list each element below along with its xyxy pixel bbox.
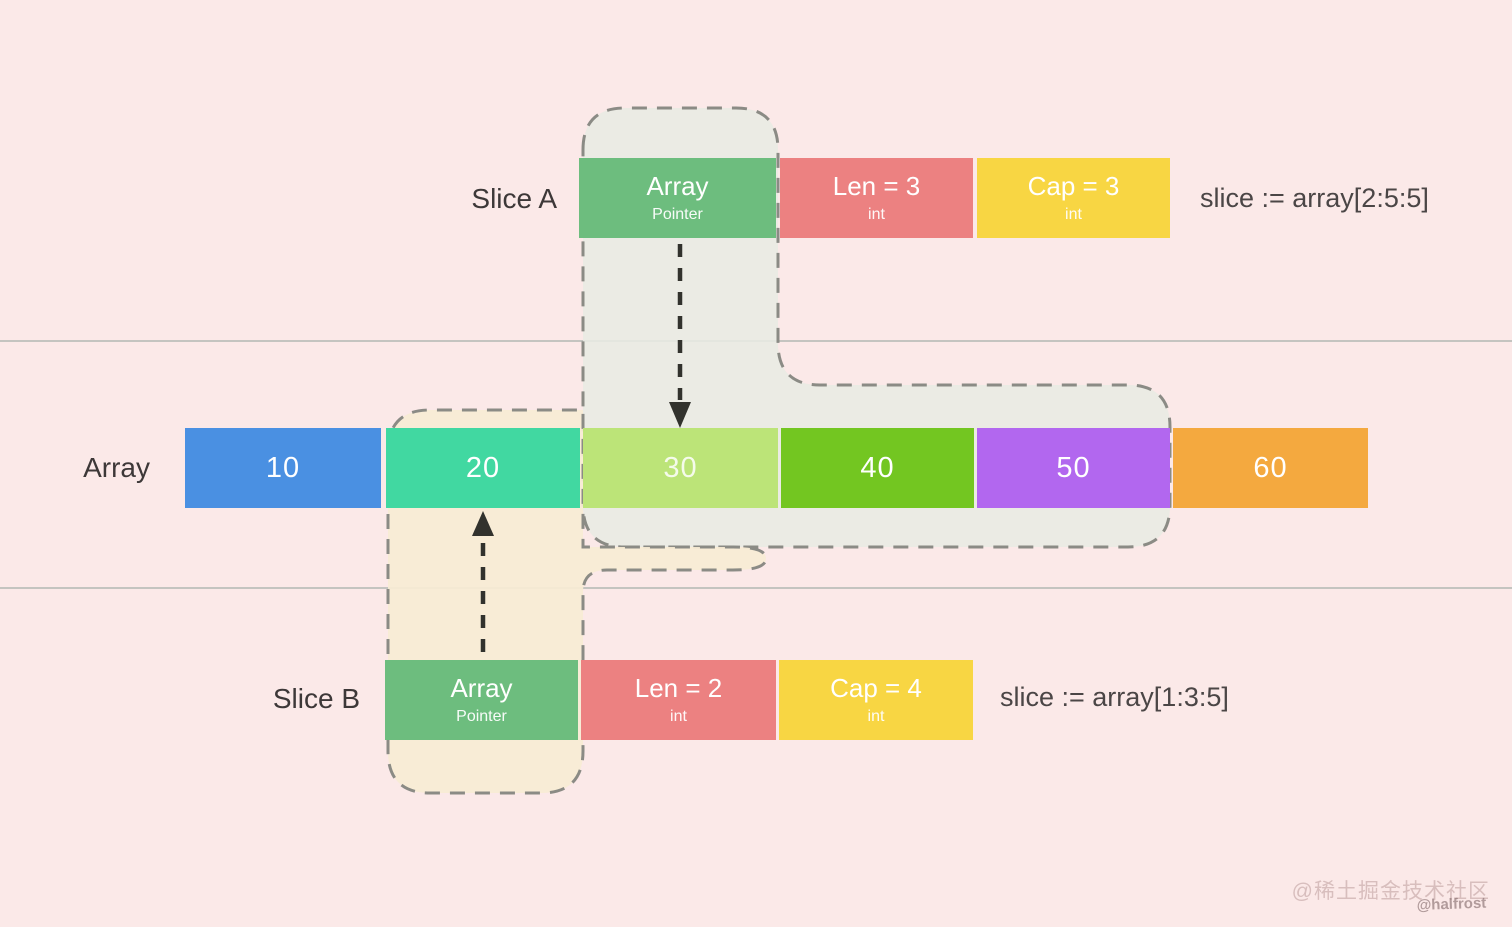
slice-b-cap-subtitle: int (867, 707, 885, 725)
slice-b-pointer-box: Array Pointer (385, 660, 578, 740)
slice-a-len-box: Len = 3 int (780, 158, 973, 238)
slice-a-len-subtitle: int (868, 205, 885, 223)
slice-b-pointer-subtitle: Pointer (456, 707, 507, 725)
array-element-30-value: 30 (663, 451, 698, 484)
array-element-10-value: 10 (265, 451, 301, 484)
slice-b-cap-title: Cap = 4 (830, 672, 922, 703)
slice-b-cap-box: Cap = 4 int (779, 660, 973, 740)
watermark-community: @稀土掘金技术社区 (1291, 880, 1490, 904)
watermark: @稀土掘金技术社区 @halfrost (1292, 881, 1490, 915)
array-element-40-value: 40 (860, 451, 895, 484)
array-label: Array (83, 452, 150, 483)
array-element-60: 60 (1173, 428, 1368, 508)
slice-b-len-title: Len = 2 (634, 672, 723, 703)
slice-a-label: Slice A (471, 183, 557, 214)
slice-b-label: Slice B (272, 683, 360, 714)
array-element-20: 20 (386, 428, 580, 508)
array-element-50-value: 50 (1056, 451, 1091, 484)
slice-a-pointer-title: Array (646, 170, 709, 201)
slice-a-len-title: Len = 3 (832, 170, 921, 201)
slice-a-cap-title: Cap = 3 (1027, 170, 1120, 201)
slice-b-len-box: Len = 2 int (581, 660, 776, 740)
slice-b-pointer-arrow (472, 511, 494, 652)
slice-b-pointer-title: Array (450, 672, 513, 703)
slice-b-code: slice := array[1:3:5] (1000, 681, 1229, 712)
slice-a-pointer-subtitle: Pointer (652, 205, 703, 223)
slice-a-pointer-box: Array Pointer (579, 158, 776, 238)
array-element-40: 40 (781, 428, 974, 508)
array-element-50: 50 (977, 428, 1170, 508)
slice-b-len-subtitle: int (670, 707, 687, 725)
array-element-20-value: 20 (465, 451, 501, 484)
array-element-10: 10 (185, 428, 381, 508)
array-element-30: 30 (583, 428, 778, 508)
slice-a-pointer-arrow (669, 244, 691, 428)
divider-line-bottom (0, 587, 1512, 589)
divider-line-top (0, 340, 1512, 342)
array-element-60-value: 60 (1253, 451, 1288, 484)
slice-a-cap-box: Cap = 3 int (977, 158, 1170, 238)
slice-a-code: slice := array[2:5:5] (1200, 182, 1429, 213)
slice-a-cap-subtitle: int (1065, 205, 1082, 223)
